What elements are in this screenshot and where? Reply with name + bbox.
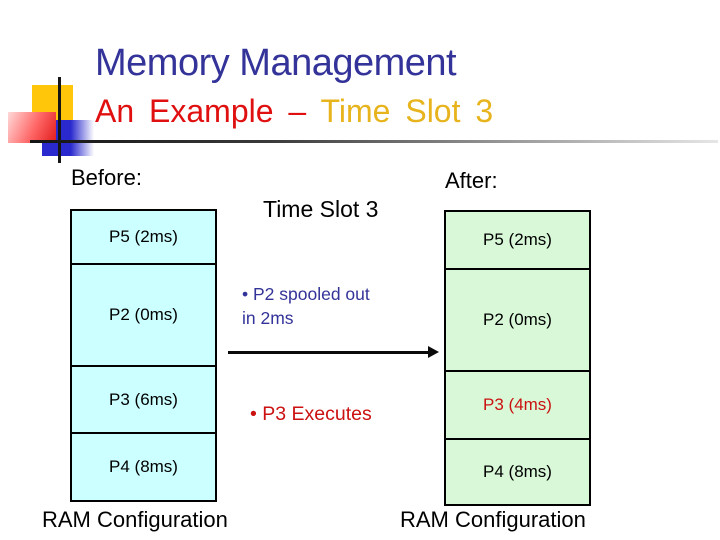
after-label: After: <box>445 168 498 193</box>
bullet-p3-executes: • P3 Executes <box>250 403 372 425</box>
after-segment-p3: P3 (4ms) <box>446 370 589 438</box>
slide-title: Memory Management <box>95 42 457 84</box>
before-segment-p4: P4 (8ms) <box>72 432 215 500</box>
subtitle-example-text: An Example – <box>95 93 321 129</box>
decoration-vertical-line <box>58 77 61 163</box>
before-ram-caption: RAM Configuration <box>42 507 228 532</box>
after-ram-box: P5 (2ms) P2 (0ms) P3 (4ms) P4 (8ms) <box>444 210 591 506</box>
before-segment-p3: P3 (6ms) <box>72 365 215 432</box>
after-ram-caption: RAM Configuration <box>400 507 586 532</box>
after-segment-p2: P2 (0ms) <box>446 268 589 370</box>
slide-subtitle: An Example – Time Slot 3 <box>95 93 493 130</box>
right-arrow-head-icon <box>428 346 439 358</box>
after-segment-p4: P4 (8ms) <box>446 438 589 504</box>
before-ram-box: P5 (2ms) P2 (0ms) P3 (6ms) P4 (8ms) <box>70 209 217 502</box>
title-divider-rule <box>30 140 718 143</box>
after-segment-p5: P5 (2ms) <box>483 230 552 249</box>
before-label: Before: <box>71 165 142 190</box>
decoration-red-square <box>8 112 56 143</box>
time-slot-heading: Time Slot 3 <box>263 196 379 222</box>
before-segment-p2: P2 (0ms) <box>72 263 215 365</box>
subtitle-timeslot-text: Time Slot 3 <box>320 93 494 129</box>
before-segment-p5: P5 (2ms) <box>109 227 178 246</box>
bullet-p2-spooled: • P2 spooled out in 2ms <box>242 284 370 328</box>
right-arrow-icon <box>228 351 429 354</box>
